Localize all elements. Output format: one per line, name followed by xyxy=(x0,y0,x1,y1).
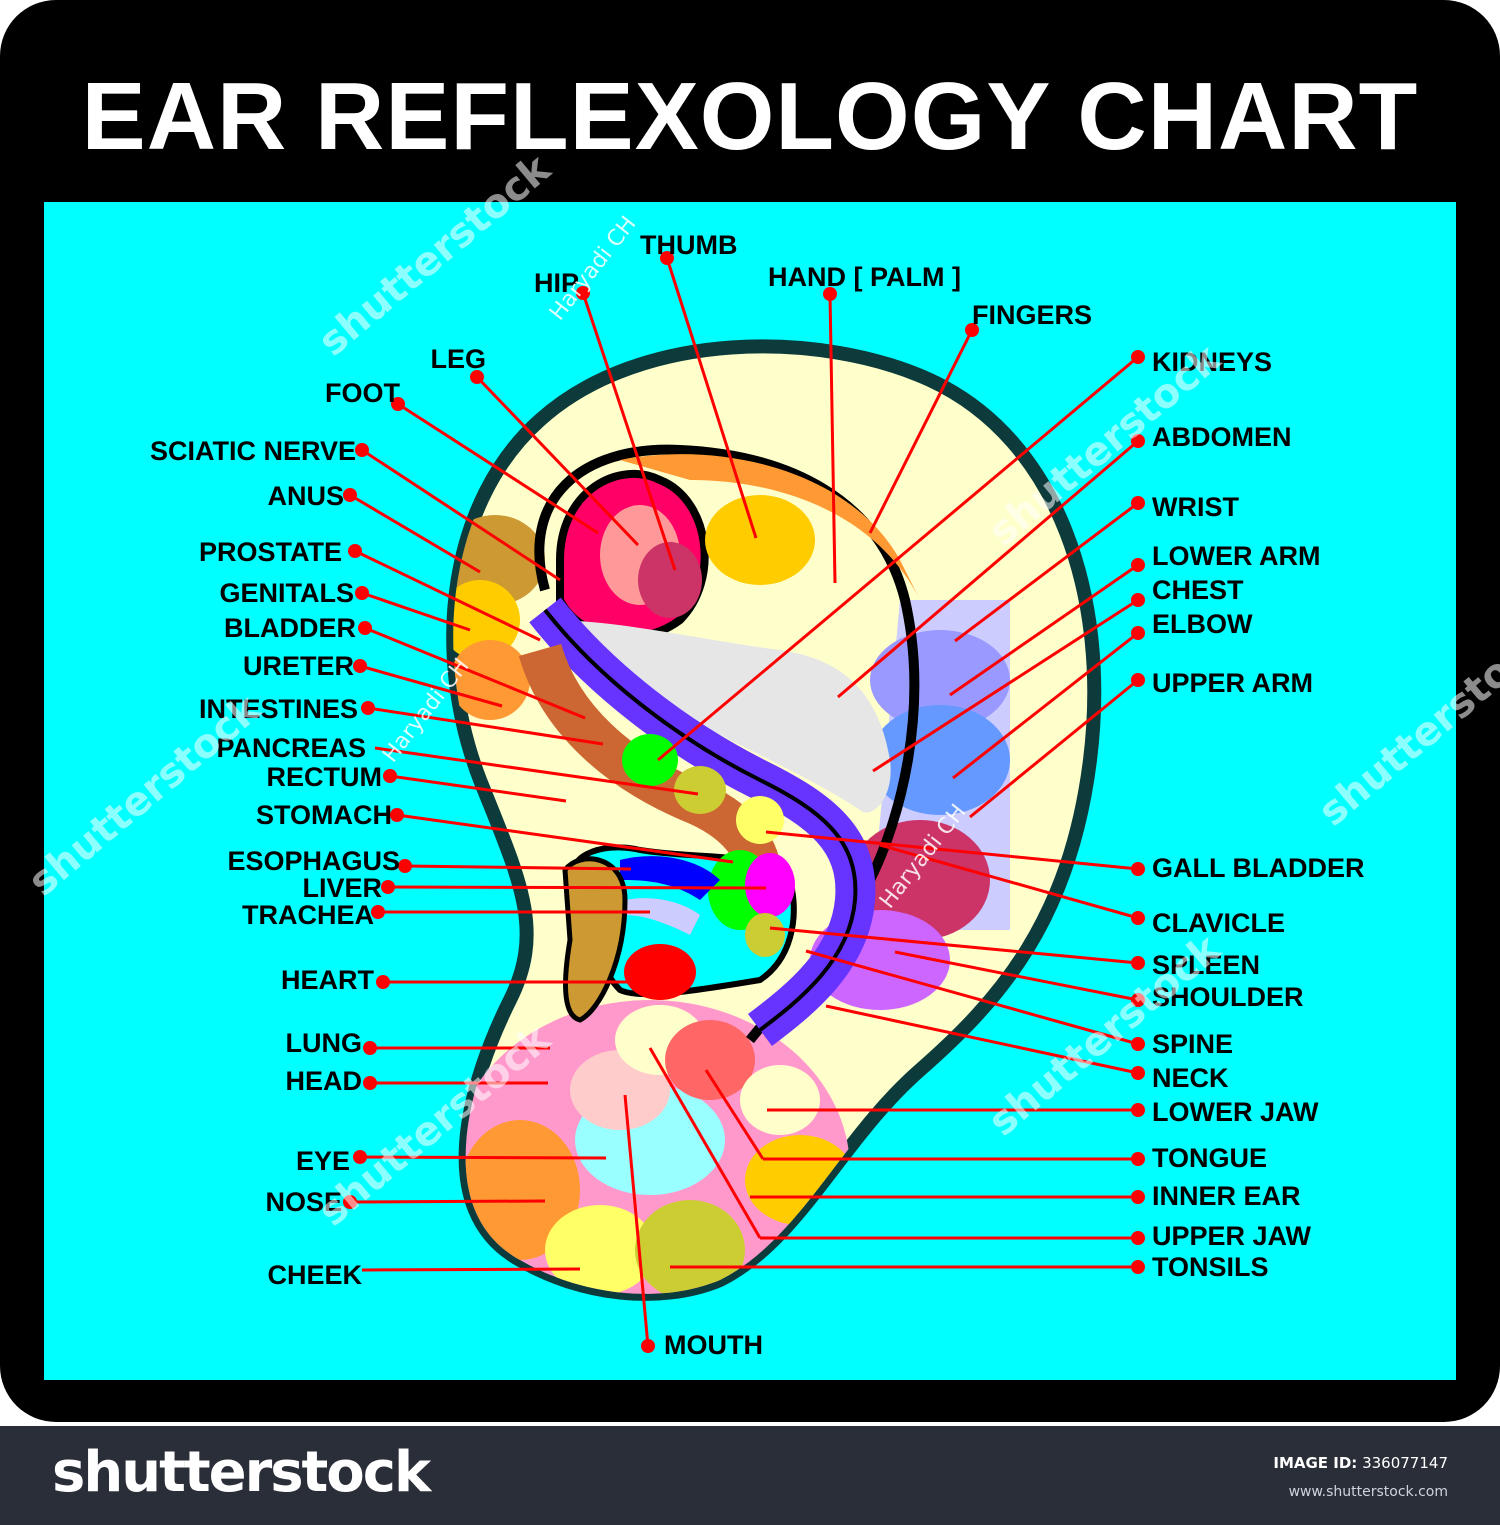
footer-bar: shutterstock IMAGE ID: 336077147 www.shu… xyxy=(0,1426,1500,1525)
label-eye: EYE xyxy=(295,1146,350,1176)
label-pancreas: PANCREAS xyxy=(216,733,366,763)
label-lung: LUNG xyxy=(285,1028,363,1058)
image-id: IMAGE ID: 336077147 xyxy=(1273,1454,1448,1472)
label-wrist: WRIST xyxy=(1152,492,1239,522)
label-esophagus: ESOPHAGUS xyxy=(227,846,400,876)
label-tongue: TONGUE xyxy=(1152,1143,1268,1173)
label-fingers: FINGERS xyxy=(972,300,1093,330)
chart-title: EAR REFLEXOLOGY CHART xyxy=(81,63,1419,170)
label-abdomen: ABDOMEN xyxy=(1152,422,1292,452)
label-inner-ear: INNER EAR xyxy=(1152,1181,1301,1211)
label-shoulder: SHOULDER xyxy=(1152,982,1304,1012)
label-sciatic-nerve: SCIATIC NERVE xyxy=(149,436,356,466)
image-id-label: IMAGE ID: xyxy=(1273,1454,1358,1472)
label-upper-arm: UPPER ARM xyxy=(1152,668,1314,698)
ear-diagram xyxy=(343,251,1145,1353)
label-nose: NOSE xyxy=(265,1187,342,1217)
label-lower-jaw: LOWER JAW xyxy=(1152,1097,1319,1127)
label-mouth: MOUTH xyxy=(664,1330,763,1360)
footer-url[interactable]: www.shutterstock.com xyxy=(1288,1484,1448,1500)
label-stomach: STOMACH xyxy=(255,800,392,830)
leader-lines xyxy=(349,257,1139,1347)
label-rectum: RECTUM xyxy=(266,762,383,792)
label-lower-arm: LOWER ARM xyxy=(1152,541,1321,571)
tragus xyxy=(562,856,628,1023)
label-upper-jaw: UPPER JAW xyxy=(1152,1221,1312,1251)
label-gall-bladder: GALL BLADDER xyxy=(1152,853,1365,883)
label-neck: NECK xyxy=(1152,1063,1229,1093)
label-spine: SPINE xyxy=(1152,1029,1234,1059)
label-heart: HEART xyxy=(281,965,374,995)
label-hand-palm: HAND [ PALM ] xyxy=(768,262,961,292)
label-bladder: BLADDER xyxy=(224,613,356,643)
label-ureter: URETER xyxy=(242,651,354,681)
label-chest: CHEST xyxy=(1152,575,1244,605)
label-head: HEAD xyxy=(285,1066,362,1096)
label-elbow: ELBOW xyxy=(1152,609,1253,639)
label-anus: ANUS xyxy=(267,481,344,511)
label-foot: FOOT xyxy=(325,378,400,408)
label-clavicle: CLAVICLE xyxy=(1152,908,1285,938)
label-liver: LIVER xyxy=(302,873,382,903)
label-hip: HIP xyxy=(534,268,580,298)
label-kidneys: KIDNEYS xyxy=(1152,347,1273,377)
image-id-value: 336077147 xyxy=(1362,1454,1448,1472)
label-thumb: THUMB xyxy=(640,230,738,260)
label-genitals: GENITALS xyxy=(219,578,355,608)
label-spleen: SPLEEN xyxy=(1152,950,1261,980)
label-trachea: TRACHEA xyxy=(242,900,374,930)
label-intestines: INTESTINES xyxy=(198,694,358,724)
label-cheek: CHEEK xyxy=(267,1260,362,1290)
leader-dots xyxy=(343,251,1145,1353)
label-prostate: PROSTATE xyxy=(198,537,342,567)
label-tonsils: TONSILS xyxy=(1152,1252,1269,1282)
label-leg: LEG xyxy=(430,344,486,374)
shutterstock-logo[interactable]: shutterstock xyxy=(52,1440,431,1505)
